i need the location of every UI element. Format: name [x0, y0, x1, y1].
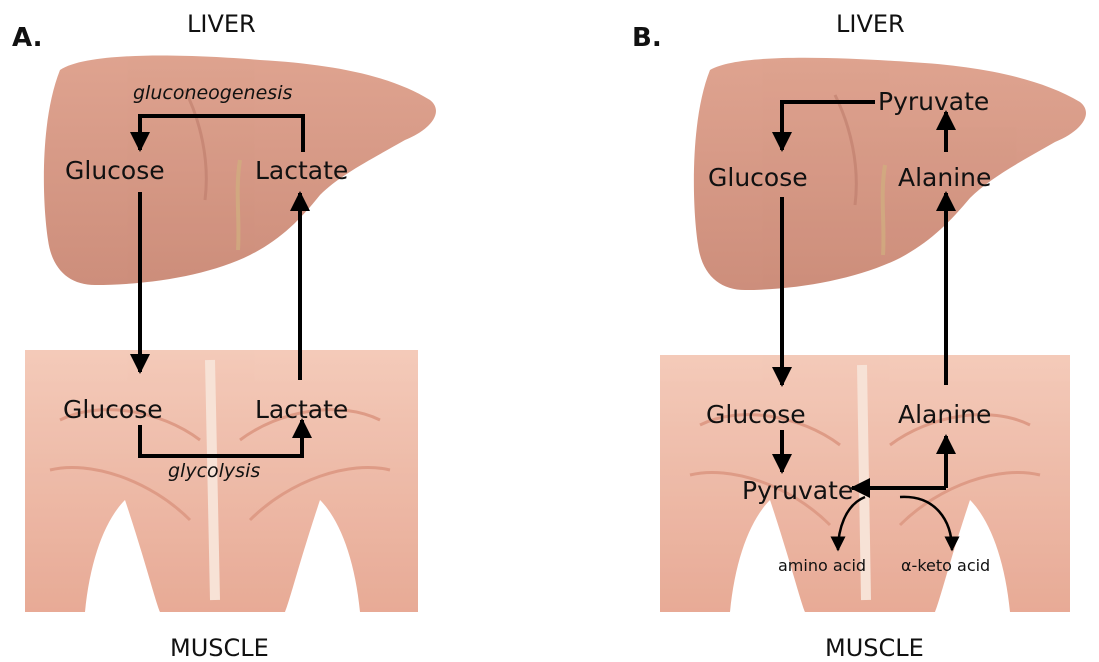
panel-a-glycolysis-label: glycolysis [168, 460, 260, 482]
panel-b-liver-title: LIVER [836, 10, 905, 38]
panel-b-label: B. [632, 23, 662, 53]
panel-b-amino-acid-label: amino acid [778, 556, 866, 575]
panel-a: A. LIVER MUSCLE gluconeogenesis Glucose … [12, 10, 436, 662]
panel-a-gluconeogenesis-label: gluconeogenesis [133, 82, 292, 104]
panel-b-liver-glucose: Glucose [708, 163, 808, 192]
panel-b-keto-acid-label: α-keto acid [901, 556, 990, 575]
panel-a-muscle-glucose: Glucose [63, 395, 163, 424]
panel-a-muscle-title: MUSCLE [170, 634, 269, 662]
panel-a-liver-title: LIVER [187, 10, 256, 38]
panel-a-label: A. [12, 23, 42, 53]
panel-b-muscle-alanine: Alanine [898, 400, 991, 429]
panel-a-liver-lactate: Lactate [255, 156, 348, 185]
panel-b-muscle-glucose: Glucose [706, 400, 806, 429]
panel-b-muscle-title: MUSCLE [825, 634, 924, 662]
panel-a-muscle-lactate: Lactate [255, 395, 348, 424]
panel-b-muscle-pyruvate: Pyruvate [742, 476, 853, 505]
panel-a-liver-glucose: Glucose [65, 156, 165, 185]
panel-b-liver-pyruvate: Pyruvate [878, 87, 989, 116]
panel-b-liver-alanine: Alanine [898, 163, 991, 192]
panel-b: B. LIVER MUSCLE Pyruvate Glucose [632, 10, 1086, 662]
